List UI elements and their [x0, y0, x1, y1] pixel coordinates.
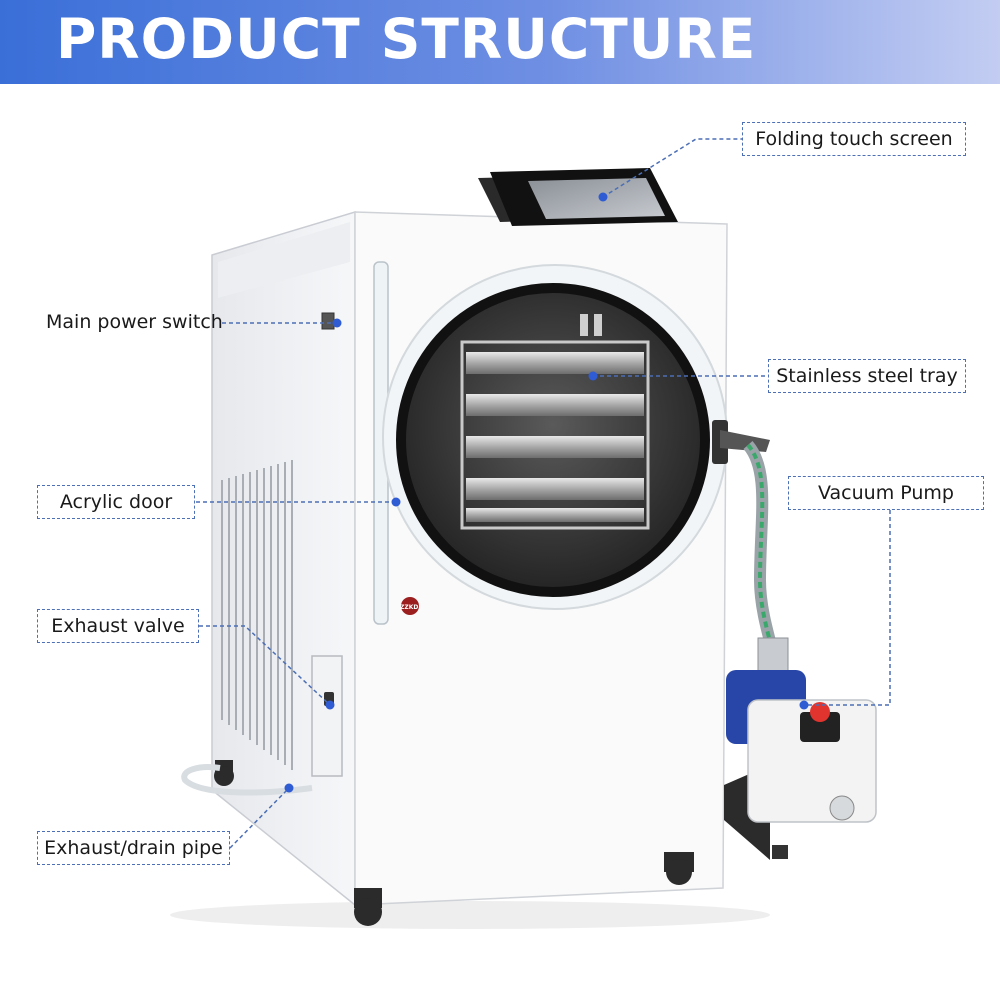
banner-background	[0, 0, 1000, 84]
label-acrylic-door: Acrylic door	[37, 485, 195, 519]
vent-grille	[221, 460, 293, 770]
stainless-steel-tray-rack	[460, 314, 650, 530]
label-stainless-steel-tray: Stainless steel tray	[768, 359, 966, 393]
brand-badge-text: ZZKD	[400, 604, 418, 611]
tray-5	[466, 508, 644, 522]
leader-exhaust-valve	[199, 625, 331, 706]
leader-vacuum-pump	[804, 510, 891, 706]
exhaust-drain-pipe	[181, 764, 313, 796]
tray-2	[466, 394, 644, 416]
product-diagram: ZZKD	[0, 84, 1000, 1000]
touch-screen-display	[528, 178, 665, 219]
door-latch-handle	[720, 430, 770, 452]
casters	[214, 760, 694, 926]
label-main-power-switch: Main power switch	[46, 311, 223, 333]
label-vacuum-pump: Vacuum Pump	[788, 476, 984, 510]
header-banner: PRODUCT STRUCTURE	[0, 0, 1000, 84]
freeze-dryer-illustration: ZZKD	[170, 138, 891, 929]
vacuum-pump	[724, 670, 877, 860]
leader-lines	[196, 138, 891, 849]
leader-exhaust-drain-pipe	[229, 787, 290, 849]
cabinet-side-top-panel	[218, 222, 350, 298]
tray-4	[466, 478, 644, 500]
exhaust-valve-recess	[311, 655, 343, 777]
tray-3	[466, 436, 644, 458]
tray-1	[466, 352, 644, 374]
leader-folding-touch-screen	[602, 138, 742, 198]
floor-shadow	[170, 901, 770, 929]
leader-dots	[284, 192, 809, 793]
vacuum-hose-inner	[746, 443, 777, 661]
brand-logo-icon	[401, 597, 419, 615]
label-exhaust-drain-pipe: Exhaust/drain pipe	[37, 831, 230, 865]
label-exhaust-valve: Exhaust valve	[37, 609, 199, 643]
page-title: PRODUCT STRUCTURE	[56, 7, 757, 71]
label-folding-touch-screen: Folding touch screen	[742, 122, 966, 156]
main-power-switch	[321, 312, 335, 330]
